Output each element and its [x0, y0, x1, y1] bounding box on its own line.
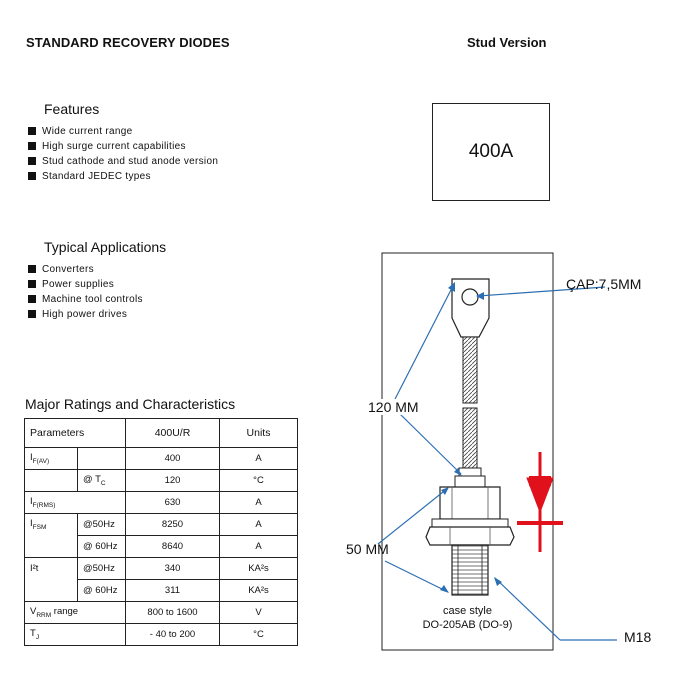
list-item: Machine tool controls	[26, 292, 143, 307]
hole-diameter-label: ÇAP:7,5MM	[566, 276, 642, 292]
current-rating-box: 400A	[432, 103, 550, 201]
param-subscript: FSM	[32, 524, 47, 532]
table-row: @ 60Hz 8640 A	[24, 535, 298, 558]
lead-collar	[454, 475, 486, 488]
table-row: TJ - 40 to 200 °C	[24, 623, 298, 646]
col-header-model: 400U/R	[125, 418, 220, 448]
version-label: Stud Version	[467, 35, 547, 50]
features-heading: Features	[44, 101, 100, 117]
hex-base	[425, 526, 515, 546]
case-style-label: case style	[443, 605, 492, 617]
ratings-table: Parameters 400U/R Units IF(AV) 400 A @ T…	[24, 418, 298, 646]
bullet-icon	[28, 295, 36, 303]
list-item-label: High power drives	[42, 309, 128, 320]
table-row: @ 60Hz 311 KA²s	[24, 579, 298, 602]
param-symbol: I	[30, 452, 33, 463]
bullet-icon	[28, 310, 36, 318]
param-subscript: J	[35, 634, 40, 641]
param-symbol: I	[30, 496, 33, 507]
param-symbol: T	[30, 628, 36, 639]
list-item-label: High surge current capabilities	[42, 141, 186, 152]
bullet-icon	[28, 127, 36, 135]
param-symbol: I	[30, 518, 33, 530]
value-cell: - 40 to 200	[125, 623, 220, 646]
body-dimension-label: 50 MM	[346, 541, 389, 557]
case-style-caption: case style DO-205AB (DO-9)	[404, 604, 531, 632]
features-list: Wide current range High surge current ca…	[26, 124, 218, 184]
thread-size-label: M18	[624, 629, 652, 645]
terminal-lug	[451, 278, 490, 338]
bullet-icon	[28, 142, 36, 150]
param-subscript: RRM	[36, 612, 52, 619]
col-header-units: Units	[219, 418, 298, 448]
list-item: Power supplies	[26, 277, 143, 292]
drawing-frame	[381, 252, 554, 651]
applications-list: Converters Power supplies Machine tool c…	[26, 262, 143, 322]
ratings-heading: Major Ratings and Characteristics	[25, 396, 236, 412]
list-item: Standard JEDEC types	[26, 169, 218, 184]
case-style-code: DO-205AB (DO-9)	[422, 619, 513, 631]
list-item-label: Standard JEDEC types	[42, 171, 151, 182]
list-item-label: Wide current range	[42, 126, 133, 137]
lead-collar	[458, 467, 482, 477]
list-item-label: Converters	[42, 264, 94, 275]
cond-subscript: C	[100, 480, 106, 487]
housing-body	[439, 486, 501, 520]
flexible-lead	[462, 336, 478, 404]
unit-cell: °C	[219, 623, 298, 646]
page-title: STANDARD RECOVERY DIODES	[26, 35, 230, 50]
table-row: @ TC 120 °C	[24, 469, 298, 492]
threaded-stud	[451, 544, 489, 596]
length-dimension-label: 120 MM	[368, 399, 419, 415]
param-subscript: F(RMS)	[32, 502, 56, 509]
current-rating-value: 400A	[468, 141, 514, 162]
diode-symbol-icon	[517, 452, 563, 552]
applications-heading: Typical Applications	[44, 239, 167, 255]
bullet-icon	[28, 265, 36, 273]
table-row: I²t @50Hz 340 KA²s	[24, 557, 298, 580]
hex-base	[431, 518, 509, 528]
param-symbol: V	[30, 606, 37, 617]
list-item-label: Machine tool controls	[42, 294, 143, 305]
bullet-icon	[28, 280, 36, 288]
list-item-label: Stud cathode and stud anode version	[42, 156, 219, 167]
param-suffix: range	[51, 606, 79, 617]
dimension-arrows	[377, 282, 617, 641]
table-row: IFSM @50Hz 8250 A	[24, 513, 298, 536]
flexible-lead	[462, 407, 478, 469]
bullet-icon	[28, 172, 36, 180]
list-item: Stud cathode and stud anode version	[26, 154, 218, 169]
unit-cell: °C	[219, 469, 298, 492]
cond-text: @ T	[83, 474, 101, 485]
bullet-icon	[28, 157, 36, 165]
list-item: Converters	[26, 262, 143, 277]
mounting-hole	[461, 288, 479, 306]
param-cell: TJ	[24, 623, 126, 646]
param-subscript: F(AV)	[32, 458, 50, 465]
list-item: High surge current capabilities	[26, 139, 218, 154]
list-item: Wide current range	[26, 124, 218, 139]
list-item: High power drives	[26, 307, 143, 322]
list-item-label: Power supplies	[42, 279, 115, 290]
